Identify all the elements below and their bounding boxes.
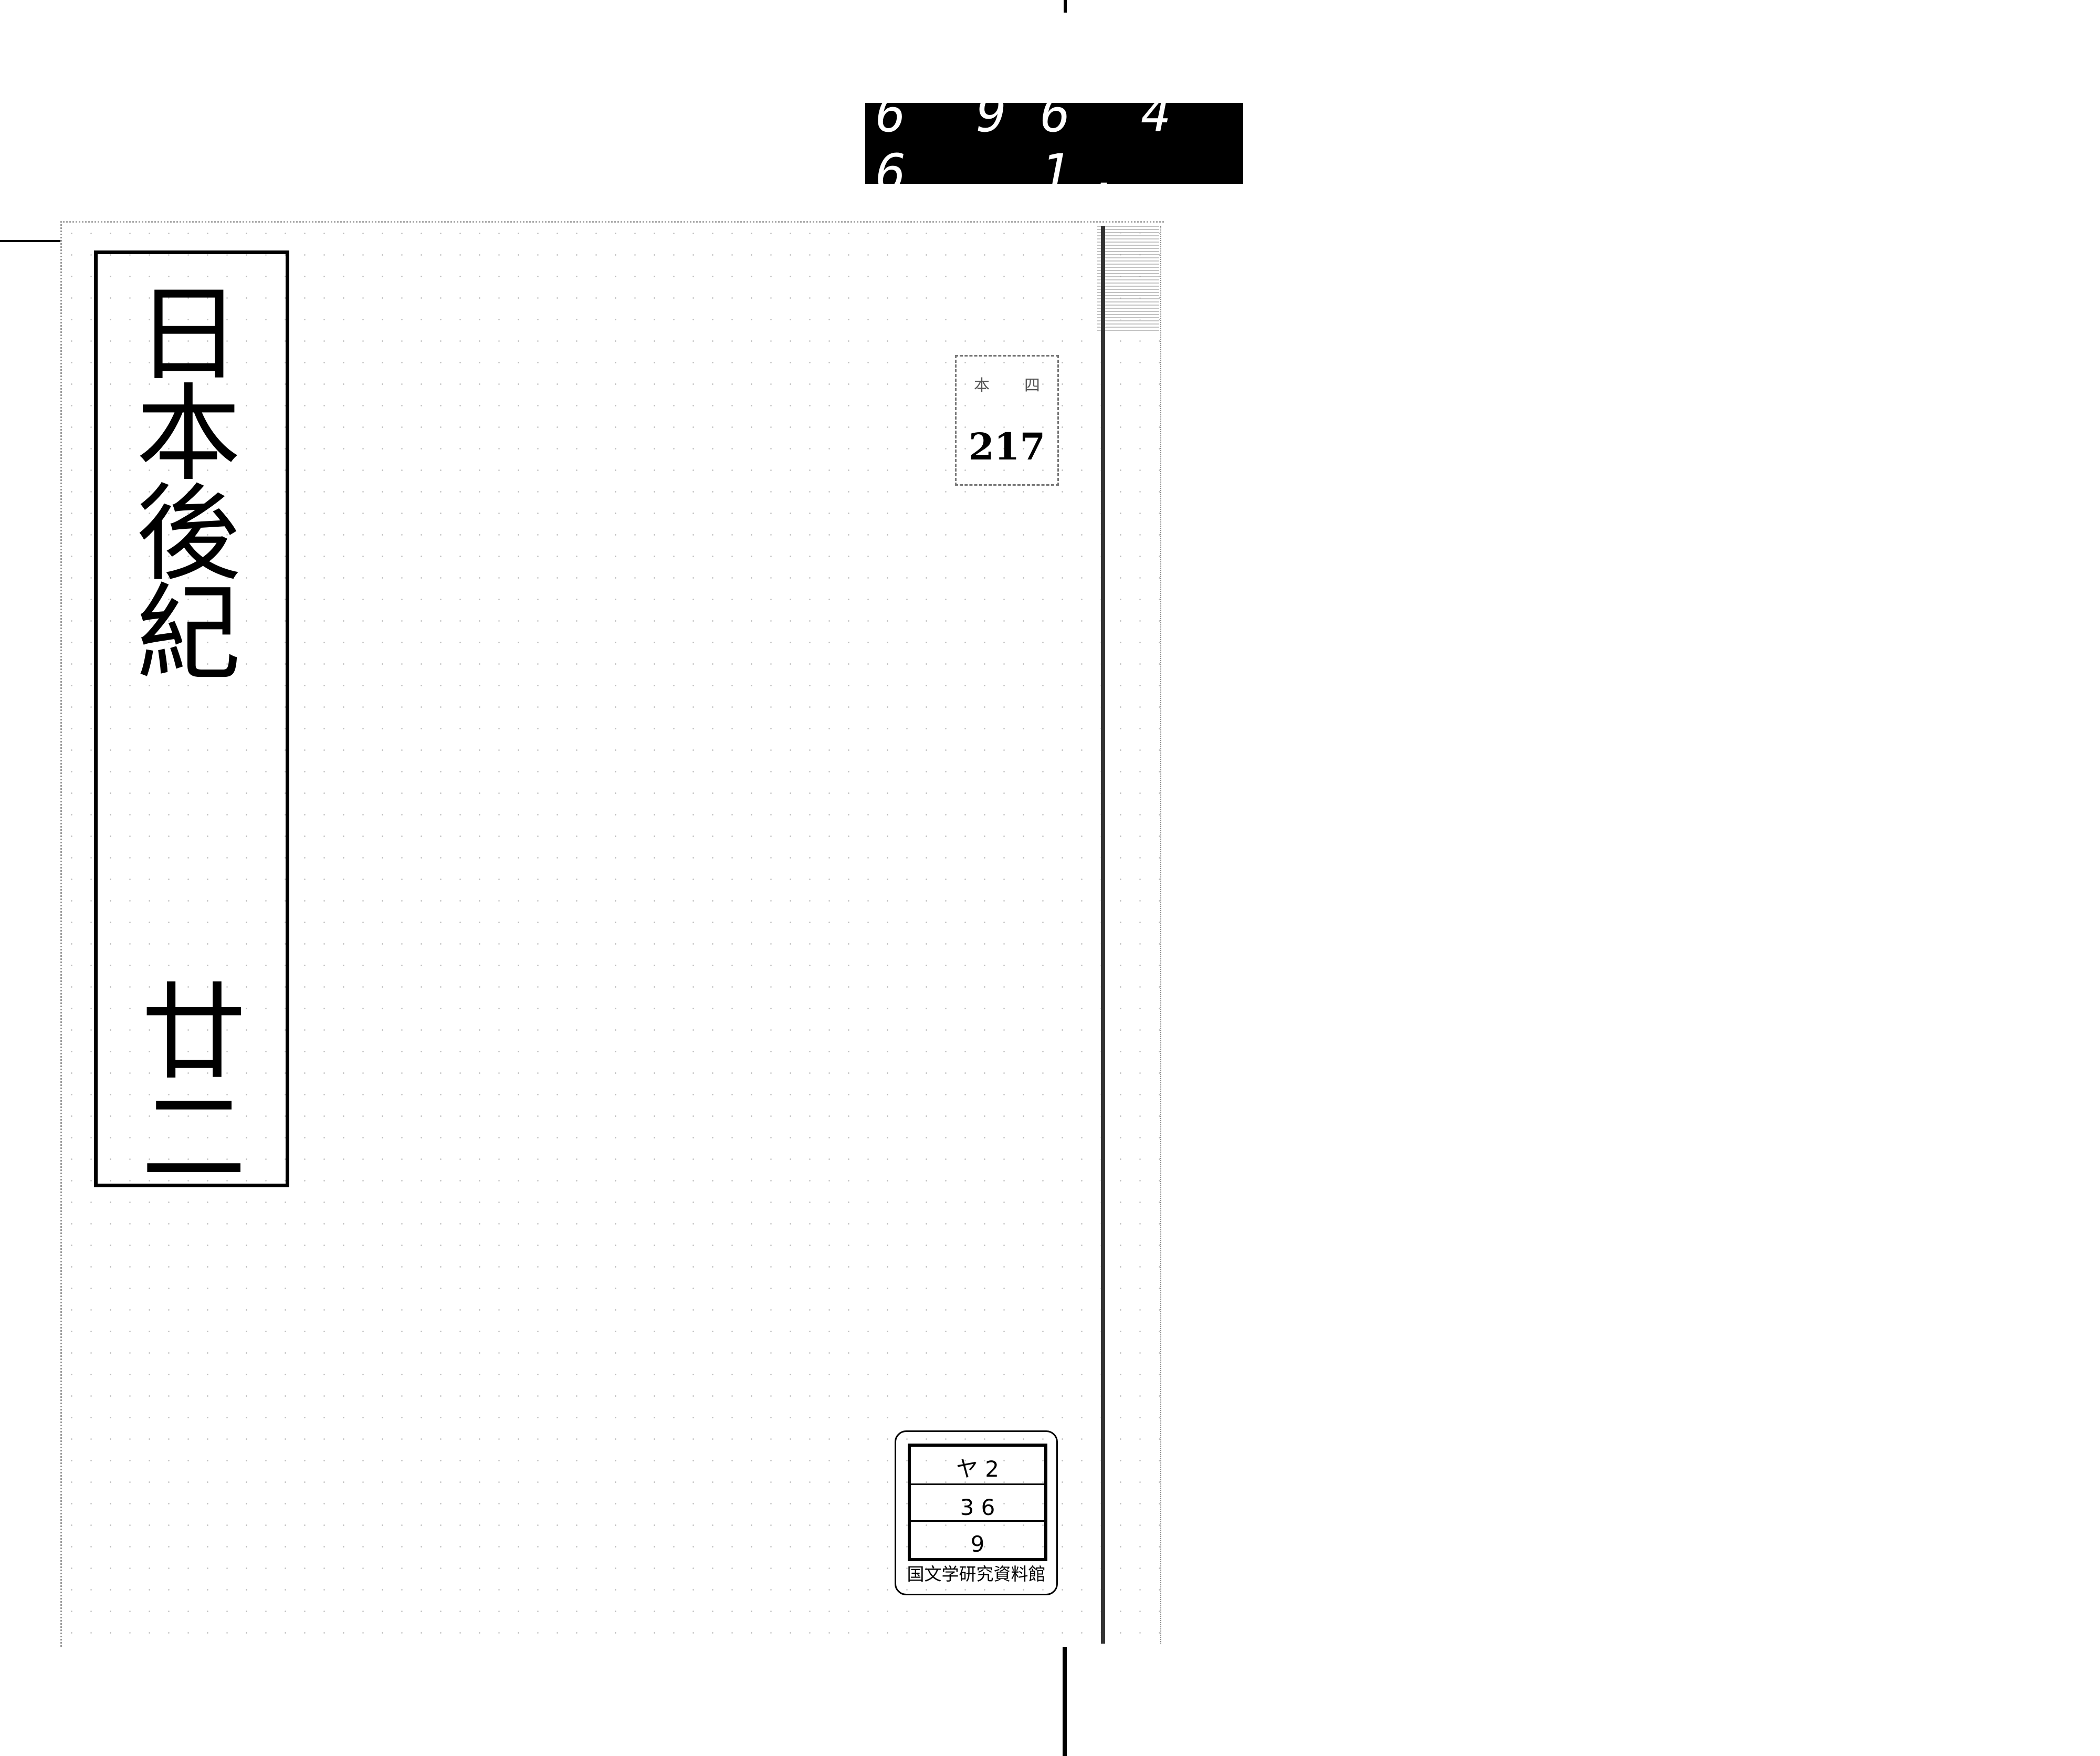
book-title: 日本後紀 xyxy=(118,278,240,677)
call-number-grid: ヤ 2 3 6 9 xyxy=(908,1444,1047,1561)
bottom-edge-mark xyxy=(1063,1645,1067,1756)
spine-binding-line xyxy=(1101,226,1105,1644)
call-row-1: ヤ 2 xyxy=(956,1456,1000,1482)
stamp-char-right: 四 xyxy=(1024,377,1040,395)
title-slip xyxy=(94,250,289,1187)
stamp-char-left: 本 xyxy=(974,377,990,395)
left-edge-rule xyxy=(0,240,60,242)
top-edge-mark xyxy=(1064,0,1067,13)
volume-number: 廿二 xyxy=(123,977,245,1187)
call-row-3: 9 xyxy=(911,1520,1044,1557)
film-id-right: 6 4 1. xyxy=(1040,85,1192,202)
call-row-2: 3 6 xyxy=(911,1483,1044,1520)
stamp-number: 217 xyxy=(968,425,1046,468)
spine-strip xyxy=(1105,226,1161,1644)
film-id-left: 6 9 6 xyxy=(876,85,1027,202)
institution-name: 国文学研究資料館 xyxy=(907,1564,1046,1584)
film-id-label: 6 9 6 6 4 1. xyxy=(865,85,1243,202)
library-call-label: ヤ 2 3 6 9 国文学研究資料館 xyxy=(895,1430,1058,1595)
shelf-stamp: 本 四 217 xyxy=(955,355,1059,486)
spine-wear xyxy=(1097,226,1159,331)
book-cover xyxy=(60,221,1164,1647)
